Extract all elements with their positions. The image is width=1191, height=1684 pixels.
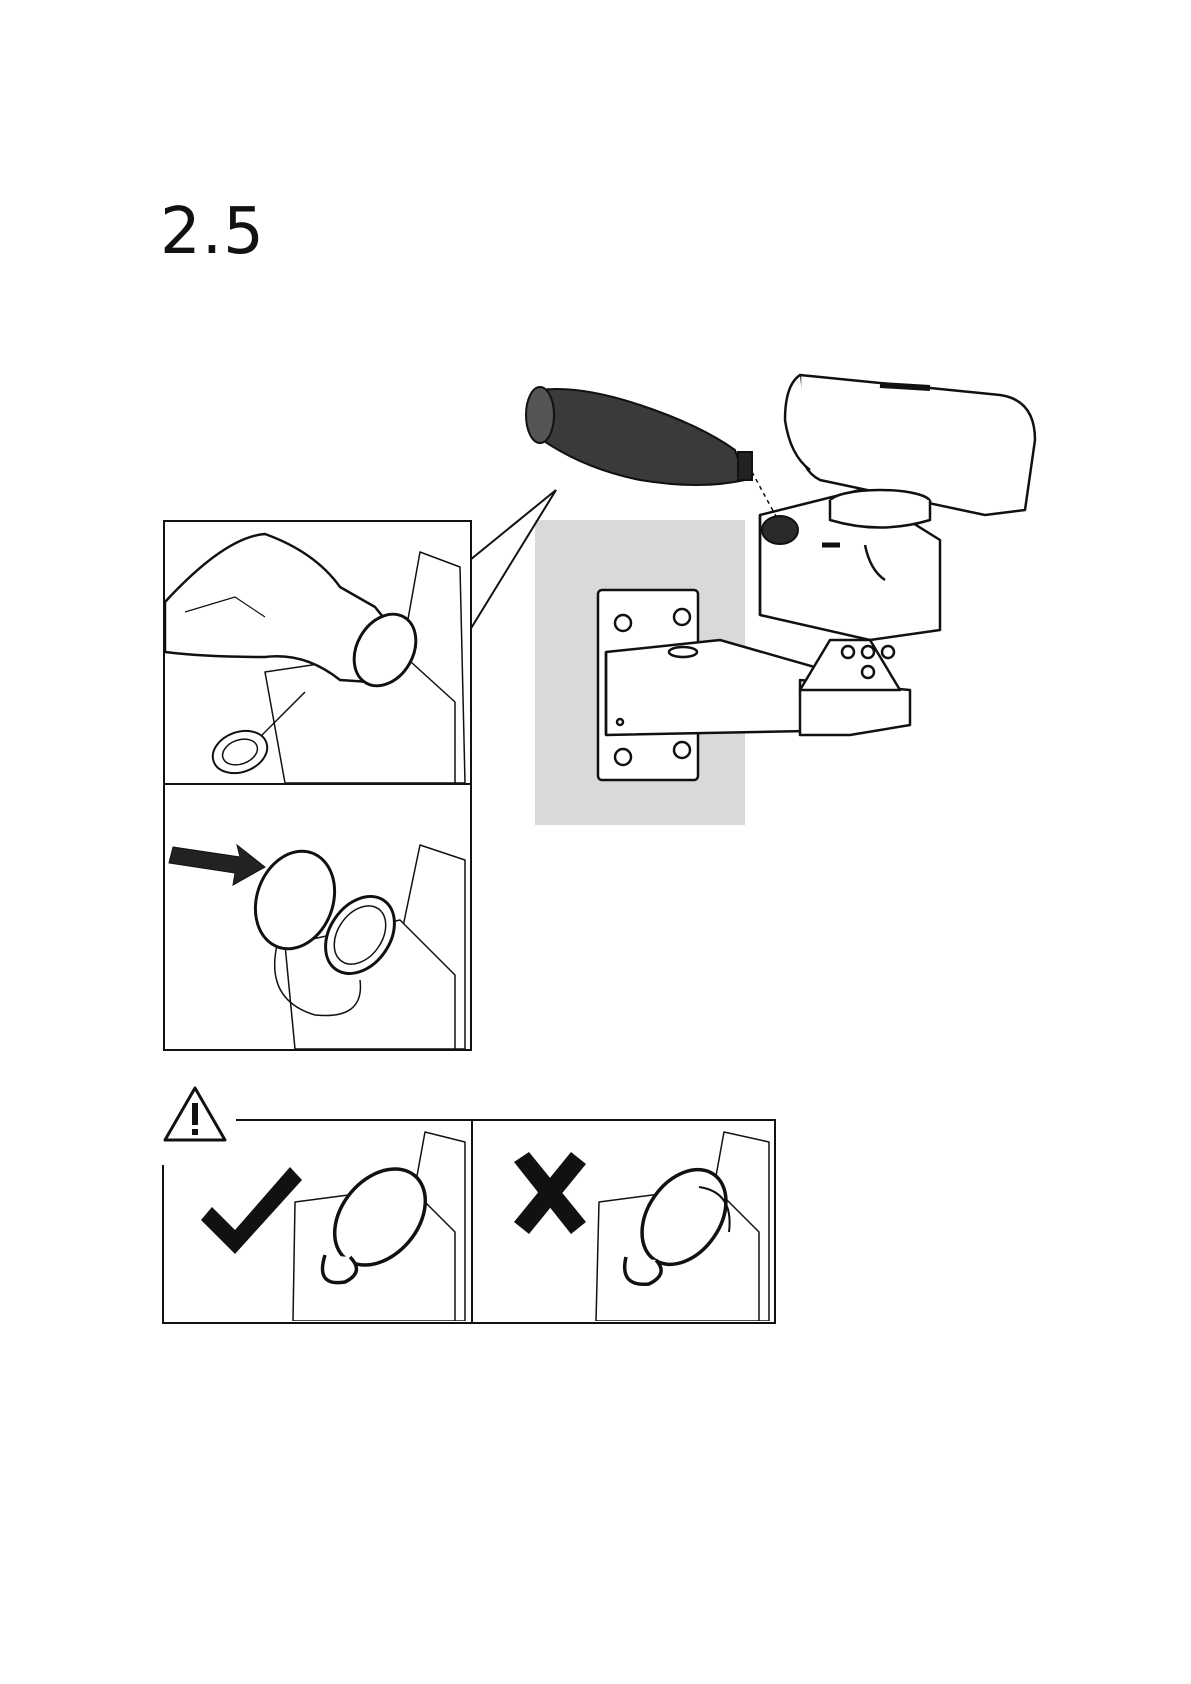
- incorrect-cap-drawing: [474, 1122, 774, 1321]
- checkmark-icon: [201, 1167, 302, 1254]
- cross-icon: [514, 1152, 586, 1234]
- cap-pressed-drawing: [165, 785, 470, 1049]
- desiccant-bottle: [526, 387, 752, 485]
- press-arrow-icon: [169, 845, 265, 885]
- detail-panel-cap-pressed: [163, 783, 472, 1051]
- correct-example-panel: [165, 1122, 470, 1321]
- detail-panel-bottle-inserted: [163, 520, 472, 785]
- correct-cap-drawing: [165, 1122, 470, 1321]
- incorrect-example-panel: [474, 1122, 774, 1321]
- port-cap: [762, 516, 798, 544]
- bottle-inserted-drawing: [165, 522, 470, 783]
